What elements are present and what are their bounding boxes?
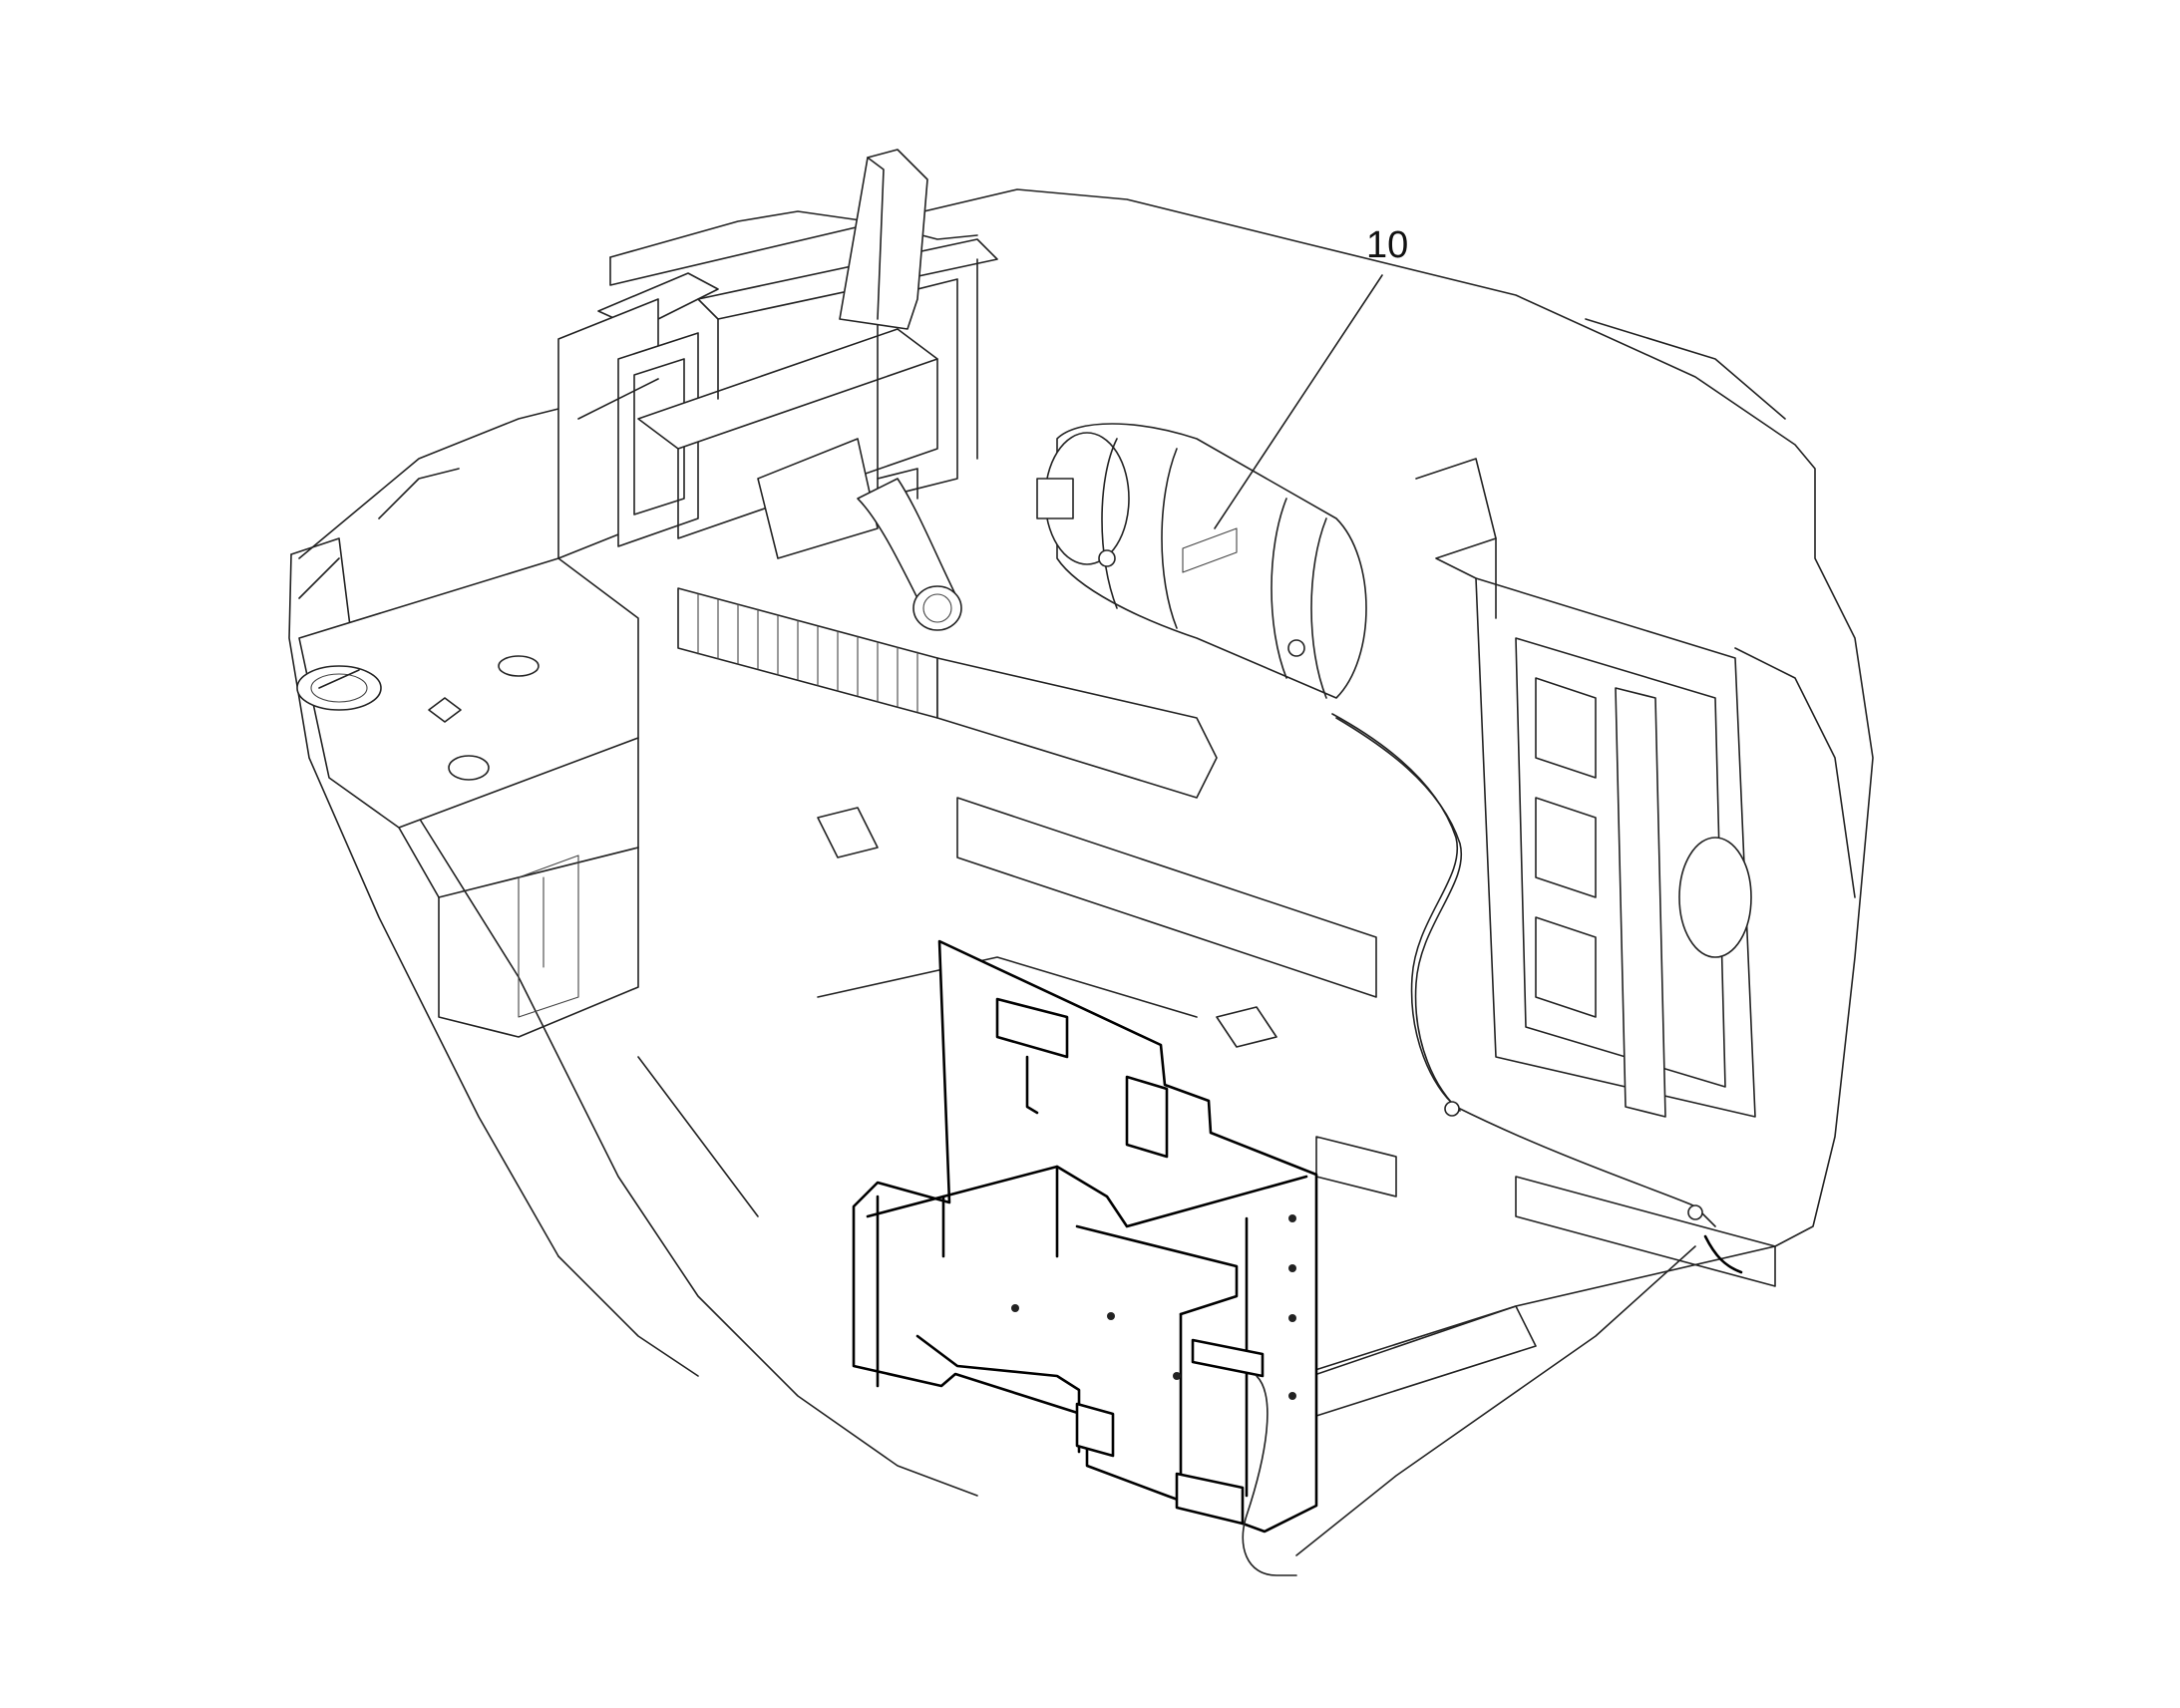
corrugated-intake-hose (677, 468, 1218, 799)
callout-10: 10 (1214, 224, 1408, 529)
wire-harness (1242, 713, 1743, 1576)
callout-leader-line (1214, 274, 1383, 529)
callout-label: 10 (1366, 224, 1408, 266)
left-tank-compartment (296, 398, 659, 1038)
exhaust-stack (839, 149, 928, 330)
battery-tray-bracket (852, 939, 1318, 1534)
right-radiator-frame (1415, 458, 1756, 1118)
upper-frame-beams (557, 238, 998, 559)
air-cleaner-canister (1036, 423, 1367, 699)
